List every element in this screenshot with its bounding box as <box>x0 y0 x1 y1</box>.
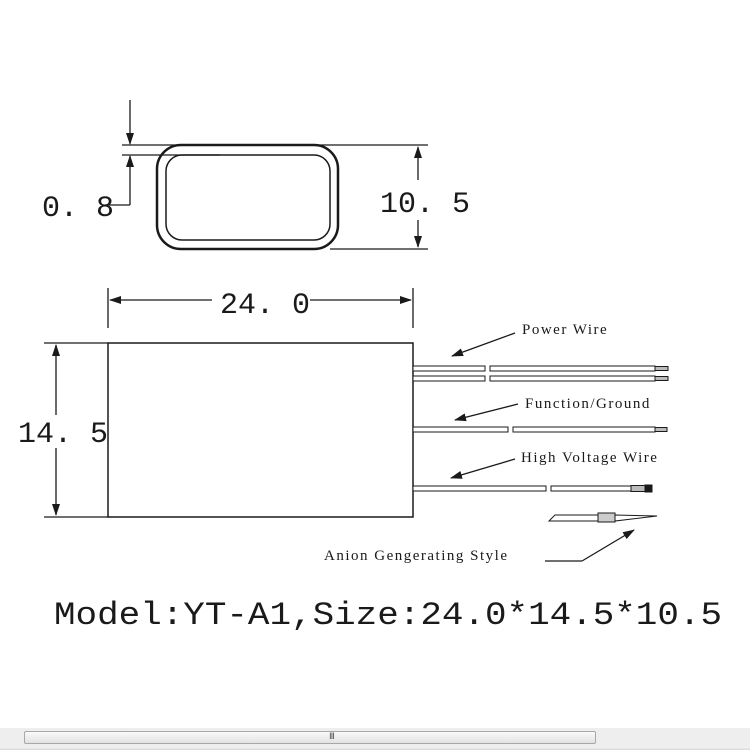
scrollbar-thumb[interactable]: III <box>24 731 596 744</box>
height-label: 10. 5 <box>380 188 470 222</box>
width-dimension <box>44 342 108 518</box>
height-dimension <box>305 144 428 250</box>
anion-tip <box>547 512 658 523</box>
high-voltage-leader <box>450 458 516 479</box>
length-dimension <box>107 288 414 328</box>
function-ground-label: Function/Ground <box>525 396 651 412</box>
width-label: 14. 5 <box>18 418 108 452</box>
wall-thickness-label: 0. 8 <box>42 192 114 226</box>
scrollbar-edge <box>0 747 750 750</box>
power-wire-leader <box>451 332 516 357</box>
high-voltage-label: High Voltage Wire <box>521 450 658 466</box>
cross-section-inner <box>165 154 331 241</box>
power-wire <box>412 365 669 382</box>
horizontal-scrollbar[interactable]: III <box>0 728 750 750</box>
high-voltage-wire <box>412 484 653 493</box>
cross-section-view <box>155 143 340 251</box>
anion-style-leader <box>545 529 635 562</box>
product-drawing: 0. 8 10. 5 24. 0 14. 5 Power Wire <box>18 100 722 634</box>
anion-style-label: Anion Gengerating Style <box>324 548 508 564</box>
cross-section-outer <box>155 143 340 251</box>
model-caption: Model:YT-A1,Size:24.0*14.5*10.5 <box>54 597 722 634</box>
function-ground-wire <box>412 426 668 433</box>
power-wire-label: Power Wire <box>522 322 608 338</box>
length-label: 24. 0 <box>220 289 310 323</box>
module-body <box>107 342 414 518</box>
scrollbar-grip-icon[interactable]: III <box>329 732 335 742</box>
function-ground-leader <box>454 403 519 422</box>
wall-thickness-dimension <box>105 100 232 206</box>
